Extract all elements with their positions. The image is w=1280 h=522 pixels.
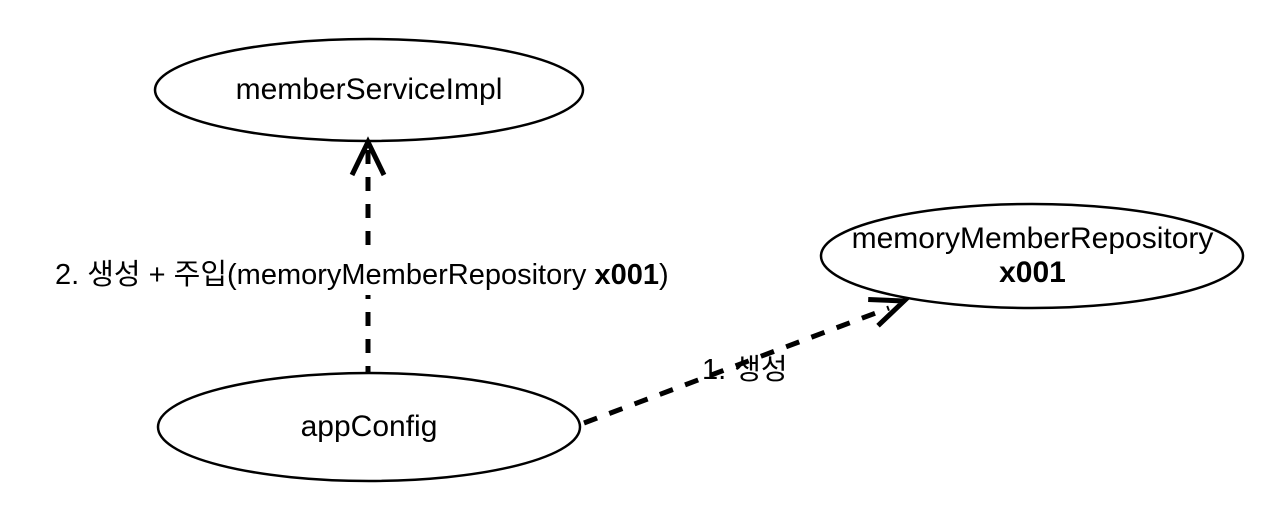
- edge-create-arrowhead-icon: [868, 297, 910, 328]
- edge-create-dashed-line: [583, 305, 890, 426]
- edge-inject-label-suffix: ): [658, 259, 669, 291]
- node-label-memory-member-repository: memoryMemberRepository x001: [822, 204, 1243, 308]
- app-config-text: appConfig: [300, 410, 438, 443]
- edge-create-label-text: 1. 생성: [702, 354, 788, 386]
- memory-member-repository-instance-text: x001: [999, 256, 1066, 289]
- memory-member-repository-text: memoryMemberRepository: [851, 222, 1214, 255]
- node-label-app-config: appConfig: [158, 373, 580, 481]
- member-service-impl-text: memberServiceImpl: [235, 73, 503, 106]
- edge-label-inject: 2. 생성 + 주입(memoryMemberRepository x001): [51, 249, 673, 295]
- node-label-member-service-impl: memberServiceImpl: [155, 39, 583, 141]
- edge-inject-label-prefix: 2. 생성 + 주입(memoryMemberRepository: [55, 259, 595, 291]
- node-ellipse-memory-member-repository: [819, 202, 1245, 310]
- edge-inject-label-instance: x001: [594, 259, 659, 291]
- edge-inject-arrowhead-icon: [349, 136, 387, 177]
- edge-label-create: 1. 생성: [702, 346, 788, 388]
